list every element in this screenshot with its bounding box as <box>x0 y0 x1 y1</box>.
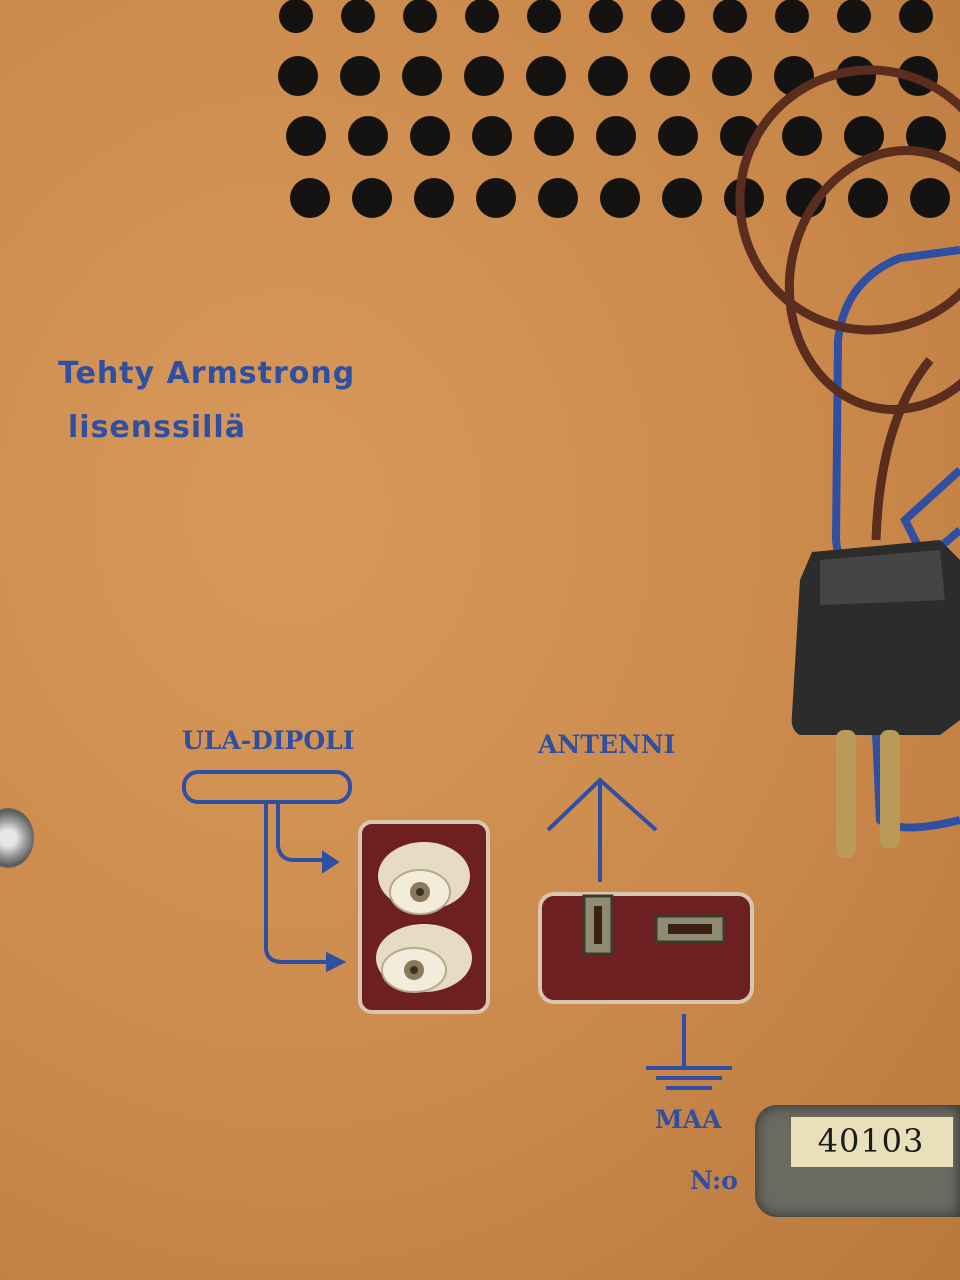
antenna-label: ANTENNI <box>538 730 676 759</box>
grille-hole <box>899 0 933 33</box>
grille-hole <box>526 56 566 96</box>
grille-hole <box>414 178 454 218</box>
grille-hole <box>402 56 442 96</box>
grille-hole <box>588 56 628 96</box>
grille-hole <box>534 116 574 156</box>
grille-hole <box>844 116 884 156</box>
license-text-line-2: lisenssillä <box>68 410 246 445</box>
ground-symbol <box>646 1014 732 1090</box>
grille-hole <box>352 178 392 218</box>
grille-hole <box>910 178 950 218</box>
grille-hole <box>464 56 504 96</box>
power-plug <box>791 540 960 858</box>
grille-hole <box>290 178 330 218</box>
grille-hole <box>472 116 512 156</box>
dipole-terminal-bottom <box>376 924 472 993</box>
speaker-grille <box>278 0 950 218</box>
grille-hole <box>341 0 375 33</box>
grille-hole <box>650 56 690 96</box>
grille-hole <box>837 0 871 33</box>
ground-label: MAA <box>655 1105 722 1134</box>
grille-hole <box>662 178 702 218</box>
grille-hole <box>538 178 578 218</box>
grille-hole <box>596 116 636 156</box>
grille-hole <box>906 116 946 156</box>
grille-hole <box>775 0 809 33</box>
grille-hole <box>278 56 318 96</box>
grille-hole <box>527 0 561 33</box>
grille-hole <box>713 0 747 33</box>
grille-hole <box>712 56 752 96</box>
dipole-socket <box>358 820 490 1014</box>
serial-number: 40103 <box>817 1122 925 1160</box>
number-prefix-label: N:o <box>690 1166 738 1195</box>
grille-hole <box>782 116 822 156</box>
grille-hole <box>651 0 685 33</box>
grille-hole <box>286 116 326 156</box>
antenna-arrow <box>546 777 658 882</box>
grille-hole <box>465 0 499 33</box>
grille-hole <box>476 178 516 218</box>
license-text-line-1: Tehty Armstrong <box>58 356 356 391</box>
grille-hole <box>340 56 380 96</box>
dipole-symbol <box>182 770 352 973</box>
dipole-label: ULA-DIPOLI <box>182 726 355 755</box>
power-cord <box>735 65 960 541</box>
grille-hole <box>658 116 698 156</box>
antenna-socket <box>538 892 754 1004</box>
dipole-terminal-top <box>378 842 470 915</box>
grille-hole <box>848 178 888 218</box>
grille-hole <box>410 116 450 156</box>
grille-hole <box>403 0 437 33</box>
grille-hole <box>279 0 313 33</box>
grille-hole <box>589 0 623 33</box>
serial-plate <box>790 1116 954 1168</box>
grille-hole <box>600 178 640 218</box>
grille-hole <box>348 116 388 156</box>
